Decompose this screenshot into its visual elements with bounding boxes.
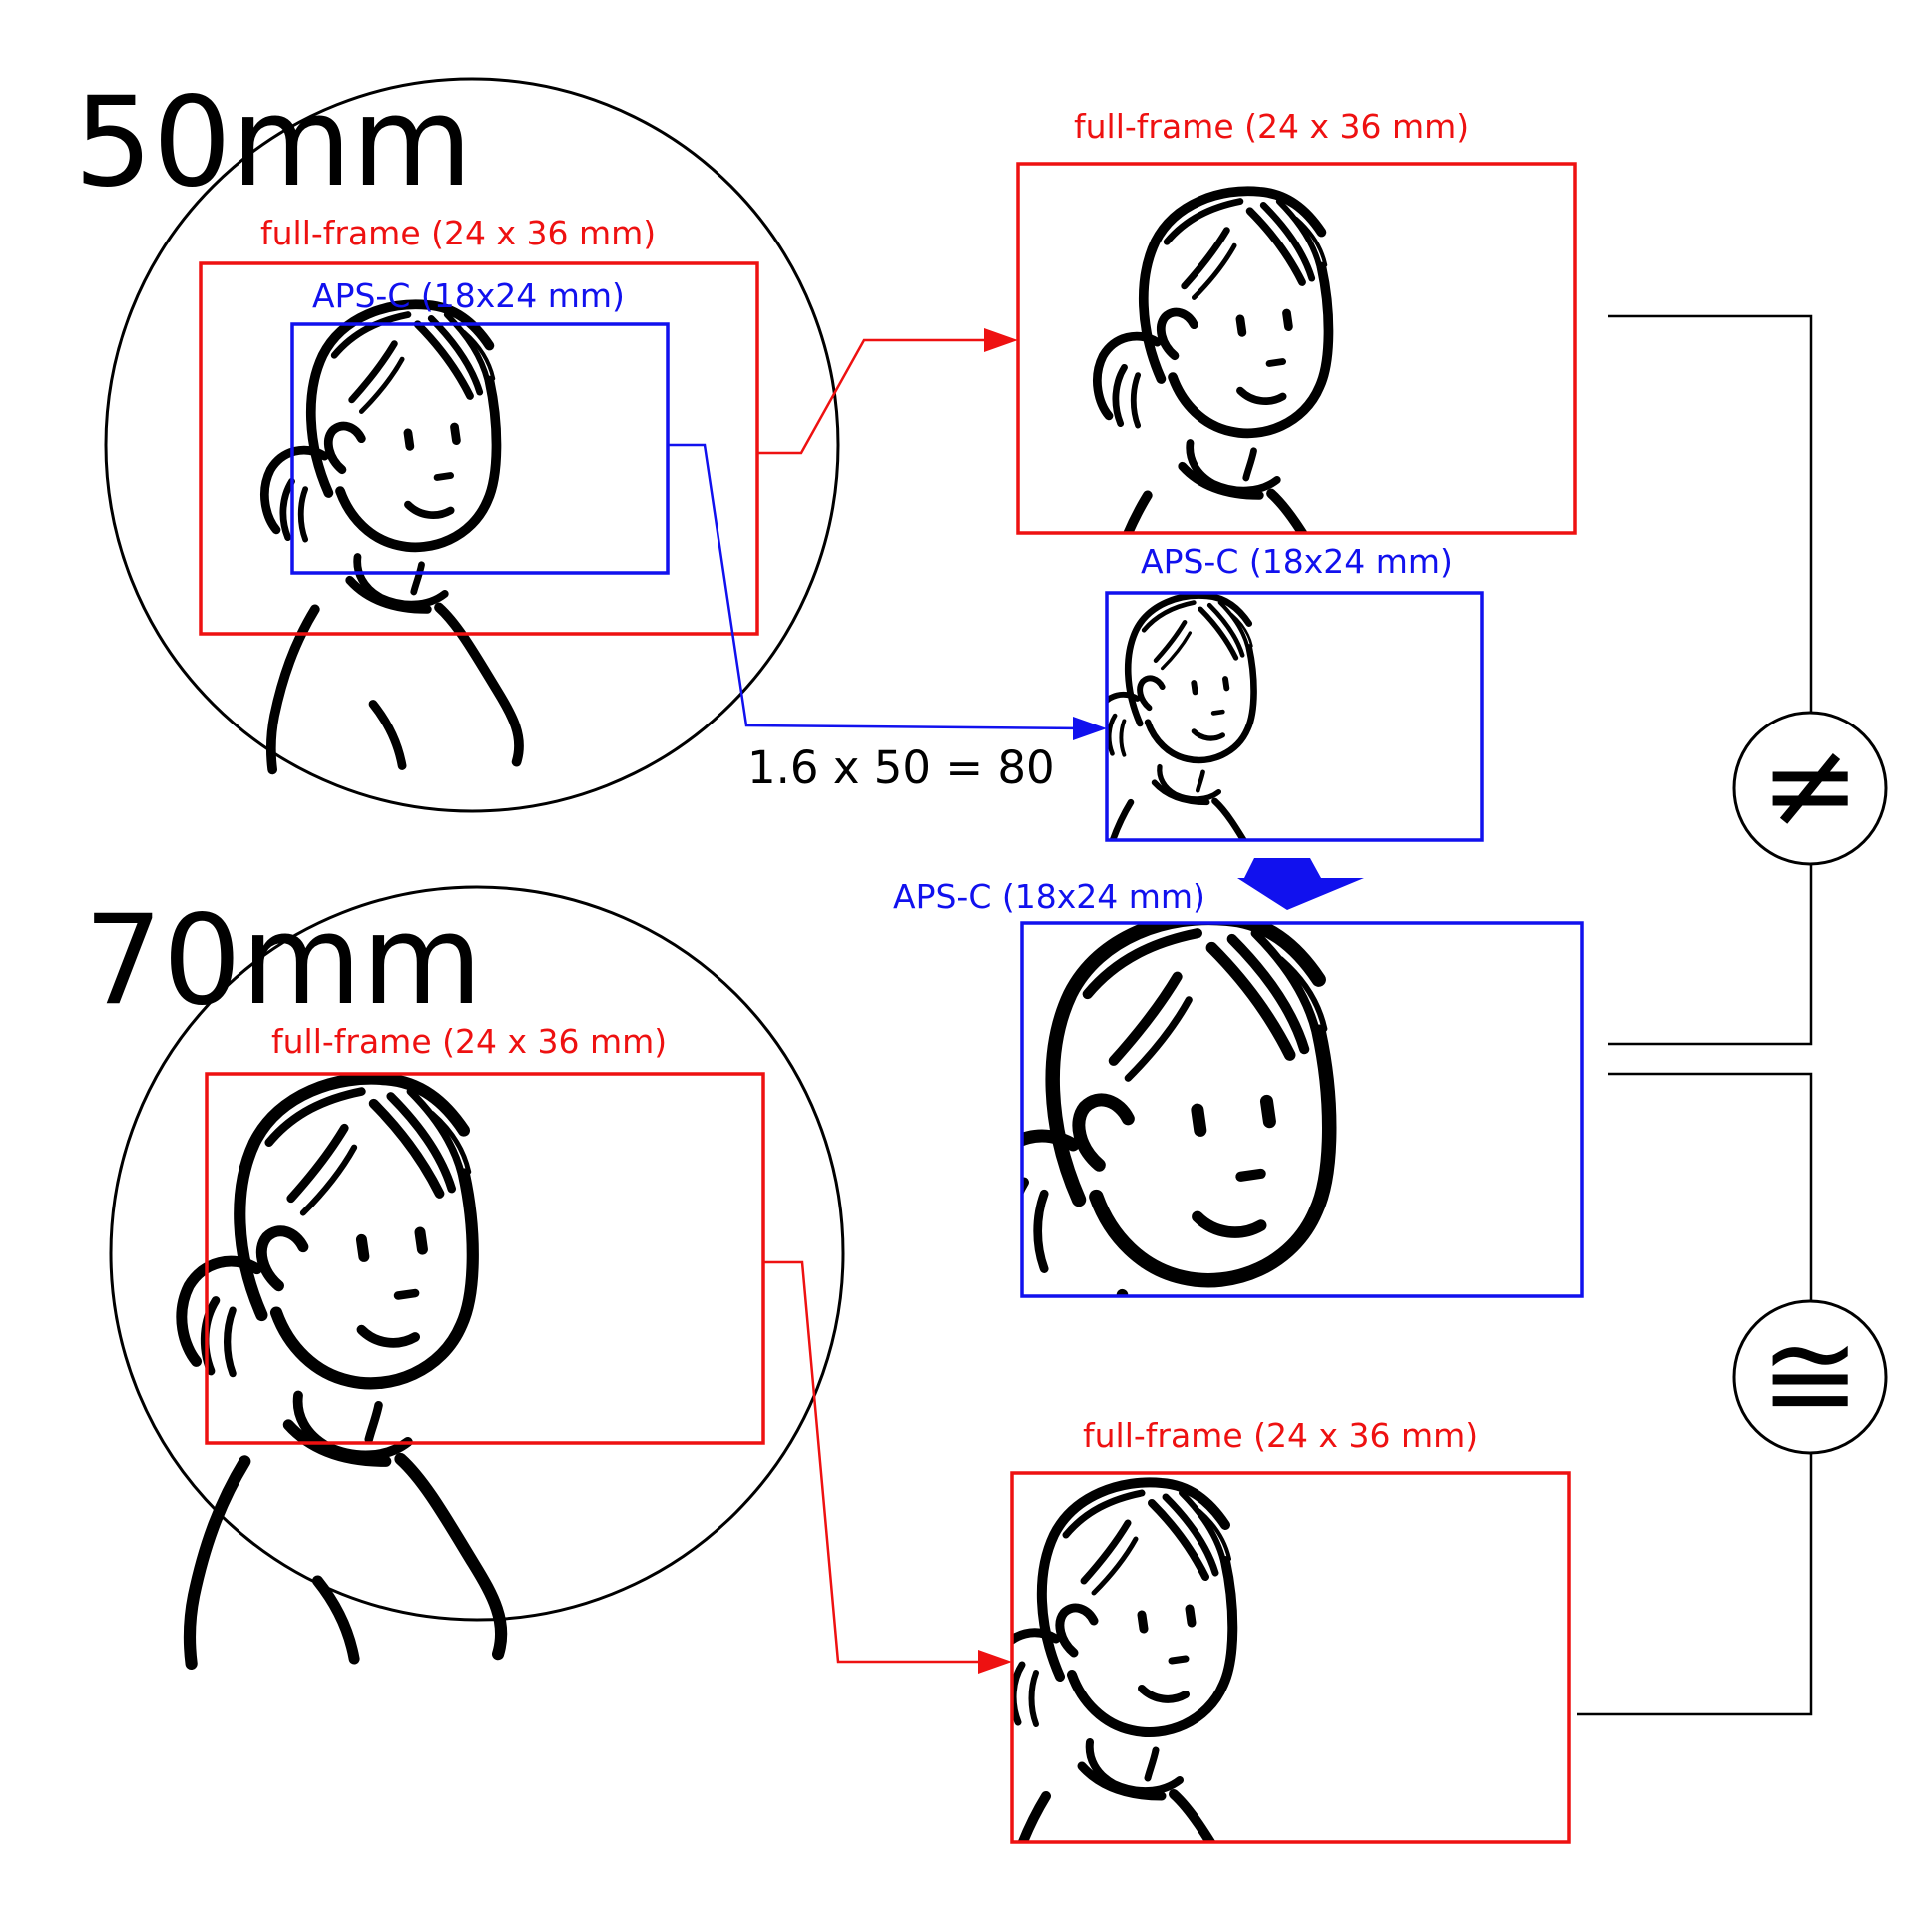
output-ff70-label: full-frame (24 x 36 mm): [1083, 1416, 1478, 1455]
output-ff70-rect: [1010, 1471, 1571, 1844]
portrait-icon: [182, 1079, 501, 1664]
output-apsc-scaled: APS-C (18x24 mm): [893, 877, 1584, 1298]
not-equal-icon-circle: [1732, 711, 1888, 866]
comparison-approx: ≅: [1577, 1072, 1888, 1716]
lens-70-full-frame-label: full-frame (24 x 36 mm): [271, 1022, 667, 1061]
not-equal-icon: ≠: [1760, 717, 1861, 855]
crop-equation: 1.6 x 50 = 80: [747, 741, 1055, 794]
arrow-apsc-connector: [668, 443, 1088, 730]
output-ff50-label: full-frame (24 x 36 mm): [1074, 107, 1469, 146]
output-apsc-label: APS-C (18x24 mm): [1141, 542, 1453, 581]
down-arrow-block-icon: [1237, 858, 1364, 910]
connectors: [668, 328, 1364, 1674]
lens-70-image-circle: [109, 885, 845, 1622]
arrow-right-icon: [1073, 717, 1107, 740]
comparison-not-equal: ≠: [1608, 314, 1888, 1046]
lens-50-full-frame-rect: [199, 261, 759, 636]
portrait-icon: [1097, 191, 1351, 656]
portrait-icon: [264, 304, 519, 769]
lens-50-image-circle: [104, 77, 840, 813]
output-apsc: APS-C (18x24 mm): [1097, 542, 1484, 912]
portrait-icon: [994, 1482, 1256, 1932]
portrait-icon: [1097, 596, 1269, 912]
output-ff70: full-frame (24 x 36 mm): [994, 1416, 1571, 1932]
lens-70-group: 70mm full-frame (24 x 36 mm): [84, 885, 845, 1664]
lens-50-full-frame-label: full-frame (24 x 36 mm): [260, 214, 656, 252]
lens-50-apsc-rect: [290, 322, 670, 575]
lens-70-focal-label: 70mm: [84, 889, 482, 1033]
approx-equal-icon-circle: [1732, 1299, 1888, 1455]
bracket-not-equal: [1608, 314, 1813, 1046]
output-ff50: full-frame (24 x 36 mm): [1016, 107, 1577, 656]
output-apsc-scaled-rect: [1020, 921, 1584, 1298]
arrow-right-icon: [978, 1650, 1012, 1674]
output-apsc-rect: [1105, 591, 1484, 842]
lens-70-full-frame-rect: [205, 1072, 765, 1445]
output-ff50-rect: [1016, 162, 1577, 535]
output-apsc-scaled-label: APS-C (18x24 mm): [893, 877, 1205, 916]
approx-equal-icon: ≅: [1760, 1307, 1861, 1446]
lens-50-apsc-label: APS-C (18x24 mm): [312, 276, 625, 315]
arrow-ff70-connector: [763, 1260, 992, 1664]
arrow-right-icon: [984, 328, 1018, 352]
lens-50-focal-label: 50mm: [74, 71, 472, 215]
lens-50-group: 50mm full-frame (24 x 36 mm) APS-C (18x2…: [74, 71, 840, 813]
arrow-ff50-connector: [757, 338, 998, 455]
